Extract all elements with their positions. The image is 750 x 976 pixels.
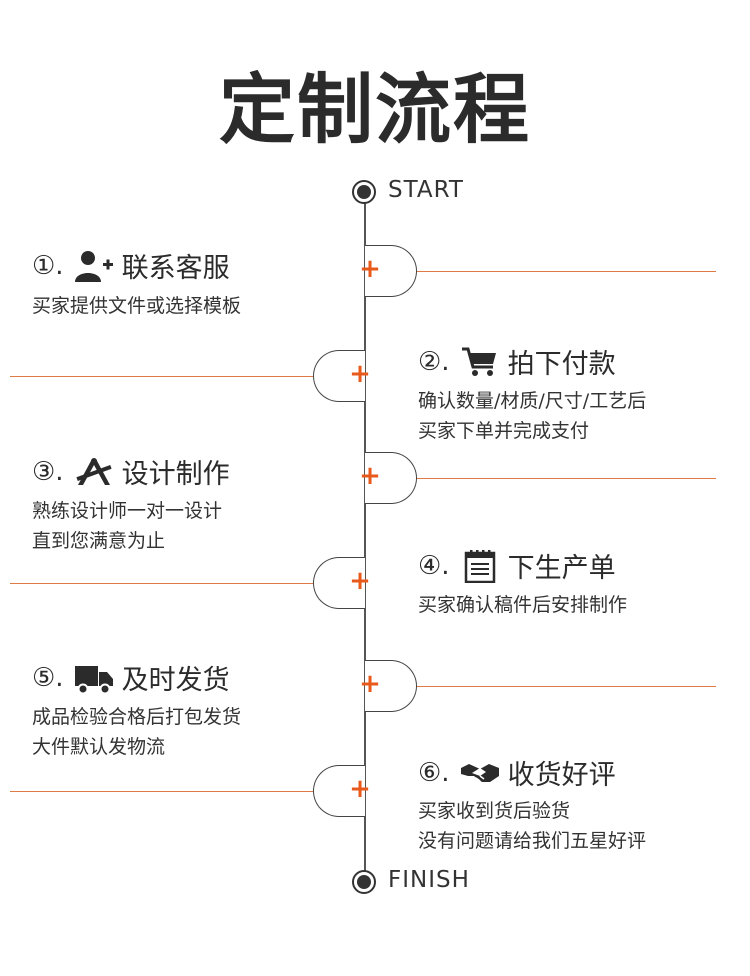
step-3-number: ③. [32,456,64,487]
step-5-plus-icon: + [359,669,381,699]
step-6-title-row: ⑥. 收货好评 [418,753,616,792]
step-3-plus-icon: + [359,461,381,491]
step-5-line-2: 大件默认发物流 [32,736,166,758]
step-6-number: ⑥. [418,757,450,788]
step-6-node [313,765,365,817]
add-user-icon [74,250,113,282]
step-4-divider [10,583,322,584]
finish-dot [352,870,376,894]
step-3-line-2: 直到您满意为止 [32,530,166,552]
step-2-line-1: 确认数量/材质/尺寸/工艺后 [418,390,647,412]
step-1-description: 买家提供文件或选择模板 [32,291,241,321]
step-5-node [365,660,417,712]
step-2-plus-icon: + [349,359,371,389]
step-3-title-row: ③. 设计制作 [32,452,230,491]
start-dot [352,180,376,204]
step-4-title: 下生产单 [507,553,616,584]
page-title: 定制流程 [219,65,531,154]
finish-label: FINISH [388,867,470,893]
step-1-plus-icon: + [359,254,381,284]
step-4-description: 买家确认稿件后安排制作 [418,590,627,620]
step-1-title-row: ①. 联系客服 [32,246,230,285]
step-1-node [365,245,417,297]
step-3-title: 设计制作 [121,459,230,490]
step-1-divider [404,271,716,272]
step-6-description: 买家收到货后验货 没有问题请给我们五星好评 [418,796,646,856]
step-6-title: 收货好评 [507,760,616,791]
step-6-divider [10,791,322,792]
step-5-title: 及时发货 [121,665,230,696]
step-2-line-2: 买家下单并完成支付 [418,420,590,442]
delivery-truck-icon [74,665,113,694]
step-2-node [313,350,365,402]
notepad-icon [464,549,495,583]
step-5-description: 成品检验合格后打包发货 大件默认发物流 [32,702,241,762]
step-2-divider [10,376,322,377]
step-1-title: 联系客服 [121,253,230,284]
step-4-node [313,557,365,609]
step-5-line-1: 成品检验合格后打包发货 [32,706,242,728]
step-2-description: 确认数量/材质/尺寸/工艺后 买家下单并完成支付 [418,386,646,446]
step-2-title: 拍下付款 [507,349,616,380]
timeline-line [364,192,366,882]
shopping-cart-icon [461,347,496,376]
start-label: START [388,177,464,203]
step-1-number: ①. [32,250,64,281]
step-3-divider [404,478,716,479]
step-3-description: 熟练设计师一对一设计 直到您满意为止 [32,496,222,556]
step-5-title-row: ⑤. 及时发货 [32,658,230,697]
step-4-plus-icon: + [349,566,371,596]
step-1-line-1: 买家提供文件或选择模板 [32,295,242,317]
step-3-line-1: 熟练设计师一对一设计 [32,500,223,522]
step-6-line-2: 没有问题请给我们五星好评 [418,830,647,852]
step-2-number: ②. [418,346,450,377]
design-tools-icon [75,457,112,485]
step-4-title-row: ④. 下生产单 [418,546,616,585]
step-4-line-1: 买家确认稿件后安排制作 [418,594,628,616]
step-3-node [365,452,417,504]
step-6-line-1: 买家收到货后验货 [418,800,571,822]
handshake-icon [460,763,499,782]
step-4-number: ④. [418,550,450,581]
step-2-title-row: ②. 拍下付款 [418,342,616,381]
step-6-plus-icon: + [349,774,371,804]
step-5-number: ⑤. [32,662,64,693]
step-5-divider [404,686,716,687]
